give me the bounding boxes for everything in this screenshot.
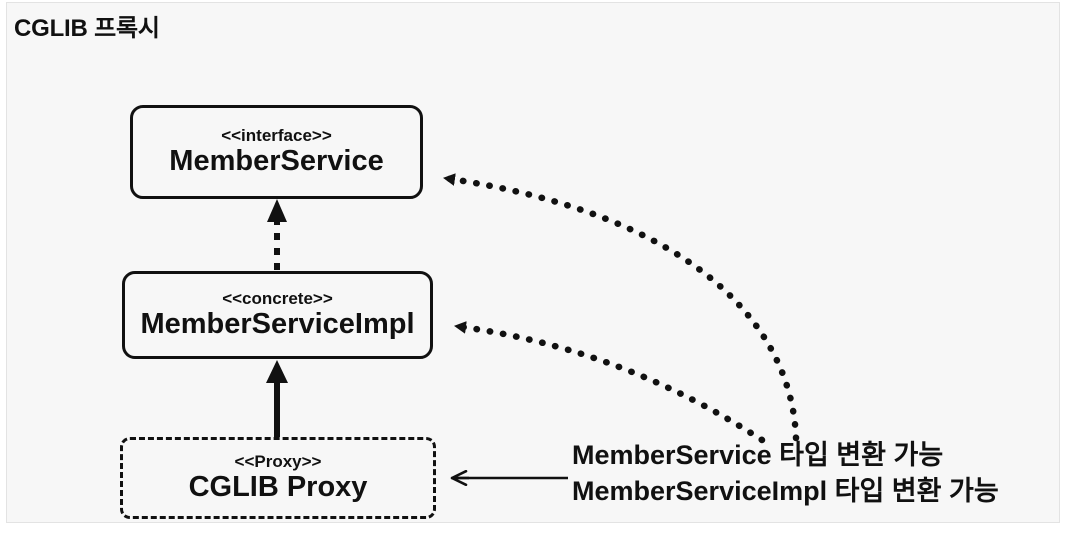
stereotype-interface: <<interface>> [221, 125, 332, 145]
classname-cglib-proxy: CGLIB Proxy [188, 470, 368, 503]
classname-member-service-impl: MemberServiceImpl [140, 307, 415, 340]
stereotype-concrete: <<concrete>> [222, 288, 333, 308]
stereotype-proxy: <<Proxy>> [234, 451, 322, 471]
note-member-service-cast: MemberService 타입 변환 가능 [572, 440, 944, 470]
classname-member-service: MemberService [169, 144, 384, 177]
uml-box-member-service-impl[interactable]: <<concrete>> MemberServiceImpl [122, 271, 433, 359]
uml-box-member-service[interactable]: <<interface>> MemberService [130, 105, 423, 199]
note-member-service-impl-cast: MemberServiceImpl 타입 변환 가능 [572, 476, 999, 506]
page-title: CGLIB 프록시 [14, 15, 160, 42]
uml-box-cglib-proxy[interactable]: <<Proxy>> CGLIB Proxy [120, 437, 436, 519]
